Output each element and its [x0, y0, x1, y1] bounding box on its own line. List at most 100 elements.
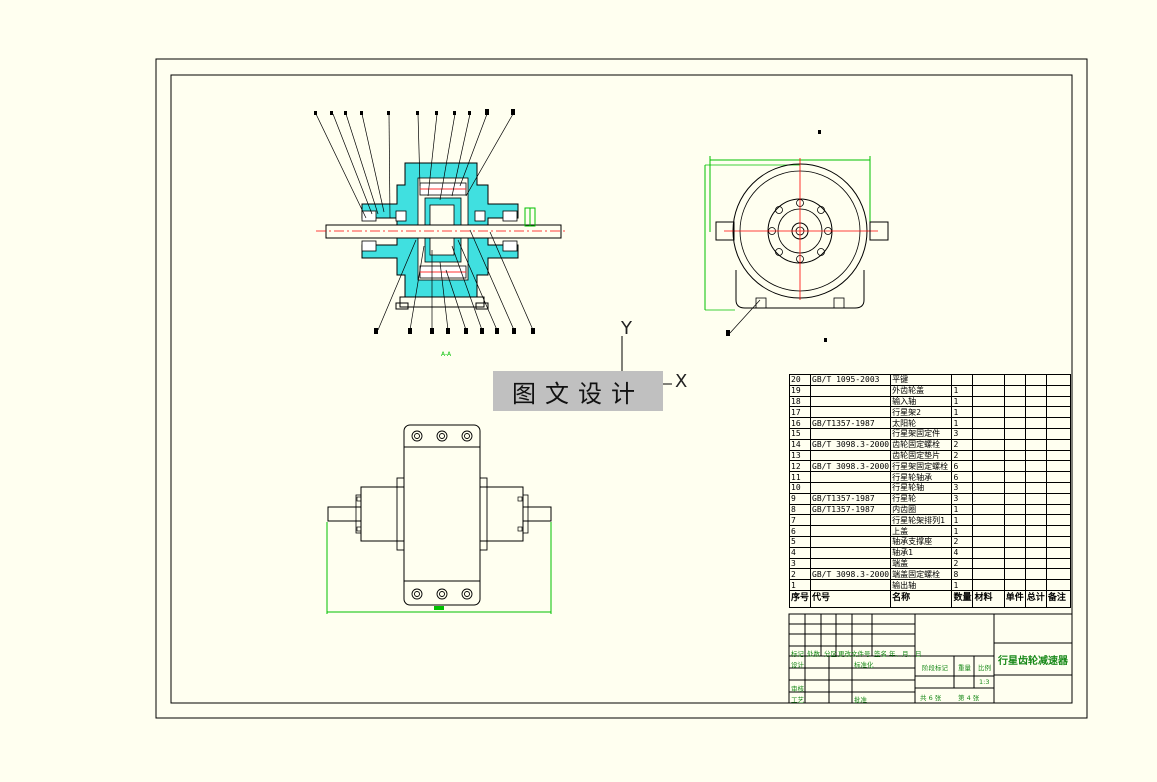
bom-cell-empty	[1045, 406, 1072, 419]
bom-cell-empty	[1045, 514, 1072, 527]
bom-cell-name: 端盖	[890, 557, 953, 570]
watermark-banner: 图文设计	[493, 371, 663, 411]
bom-cell-empty	[1003, 535, 1026, 548]
bom-cell-empty	[1045, 568, 1072, 581]
bom-cell-no: 5	[788, 535, 812, 548]
bom-cell-name: 齿轮固定螺栓	[890, 438, 953, 451]
bom-cell-qty: 6	[951, 471, 974, 483]
bom-cell-qty: 3	[951, 492, 974, 505]
bom-cell-empty	[1003, 374, 1026, 386]
bom-cell-empty	[1024, 514, 1047, 527]
bom-cell-name: 轴承1	[890, 546, 953, 559]
bom-cell-name: 行星架2	[890, 406, 953, 419]
bom-cell-mat	[972, 514, 1005, 527]
side-view	[704, 130, 889, 342]
bom-cell-empty	[1003, 503, 1026, 516]
bom-cell-mat	[972, 460, 1005, 473]
bom-cell-empty	[1045, 417, 1072, 429]
bom-cell-name: 上盖	[890, 525, 953, 537]
bom-cell-name: 行星架固定件	[890, 427, 953, 440]
bom-cell-empty	[1045, 525, 1072, 537]
bom-cell-mat	[972, 503, 1005, 516]
bom-cell-code: GB/T 1095-2003	[810, 374, 892, 386]
bom-cell-mat	[972, 384, 1005, 397]
bom-cell-name: 端盖固定螺栓	[890, 568, 953, 581]
bom-cell-mat	[972, 438, 1005, 451]
bom-cell-qty: 3	[951, 481, 974, 494]
bom-header-qty: 数量	[951, 589, 974, 608]
bom-cell-code	[810, 384, 892, 397]
bom-cell-empty	[1045, 546, 1072, 559]
drawing-title: 行星齿轮减速器	[998, 655, 1068, 667]
bom-cell-mat	[972, 557, 1005, 570]
bom-cell-no: 3	[788, 557, 812, 570]
bom-cell-code	[810, 557, 892, 570]
outer-frame	[155, 58, 1088, 719]
bom-cell-qty: 6	[951, 460, 974, 473]
bom-cell-empty	[1024, 395, 1047, 408]
bom-cell-empty	[1045, 427, 1072, 440]
inner-frame	[170, 74, 1073, 704]
bom-cell-no: 17	[788, 406, 812, 419]
bom-cell-name: 行星轮架排列1	[890, 514, 953, 527]
bom-cell-no: 20	[788, 374, 812, 386]
bom-cell-empty	[1045, 395, 1072, 408]
tb-label-mark: 标记	[791, 650, 804, 658]
bom-cell-empty	[1024, 492, 1047, 505]
bom-cell-no: 11	[788, 471, 812, 483]
svg-text:A-A: A-A	[441, 351, 452, 358]
bom-cell-qty: 1	[951, 406, 974, 419]
bom-cell-no: 18	[788, 395, 812, 408]
bom-cell-name: 输入轴	[890, 395, 953, 408]
bom-cell-empty	[1045, 503, 1072, 516]
bom-cell-code: GB/T 3098.3-2000	[810, 438, 892, 451]
bom-cell-empty	[1024, 406, 1047, 419]
bom-cell-empty	[1003, 481, 1026, 494]
bom-cell-no: 10	[788, 481, 812, 494]
bom-cell-qty: 2	[951, 535, 974, 548]
tb-stage: 阶段标记	[922, 664, 948, 672]
bom-cell-empty	[1003, 525, 1026, 537]
bom-cell-empty	[1024, 503, 1047, 516]
bom-cell-code	[810, 449, 892, 462]
bom-cell-name: 轴承支撑座	[890, 535, 953, 548]
tb-sheet-no: 第 4 张	[958, 694, 980, 702]
bom-cell-name: 行星架固定螺栓	[890, 460, 953, 473]
bom-cell-name: 输出轴	[890, 579, 953, 591]
bom-cell-mat	[972, 395, 1005, 408]
bom-cell-no: 1	[788, 579, 812, 591]
bom-cell-empty	[1003, 568, 1026, 581]
section-view: A-A	[314, 109, 565, 358]
bom-cell-code	[810, 427, 892, 440]
bom-cell-code	[810, 546, 892, 559]
bom-cell-empty	[1024, 481, 1047, 494]
bom-cell-name: 太阳轮	[890, 417, 953, 429]
bom-cell-name: 行星轮轴	[890, 481, 953, 494]
bom-cell-name: 外齿轮盖	[890, 384, 953, 397]
bom-cell-code: GB/T1357-1987	[810, 417, 892, 429]
bom-cell-empty	[1024, 427, 1047, 440]
bom-cell-empty	[1045, 460, 1072, 473]
bom-cell-qty: 1	[951, 525, 974, 537]
bom-cell-qty: 1	[951, 514, 974, 527]
bom-cell-qty: 3	[951, 427, 974, 440]
bom-cell-empty	[1024, 460, 1047, 473]
bom-cell-empty	[1003, 438, 1026, 451]
bom-cell-no: 9	[788, 492, 812, 505]
bom-cell-empty	[1003, 579, 1026, 591]
tb-sheets: 共 6 张	[920, 694, 942, 702]
bom-cell-empty	[1045, 438, 1072, 451]
bom-cell-empty	[1024, 525, 1047, 537]
bom-cell-qty	[951, 374, 974, 386]
